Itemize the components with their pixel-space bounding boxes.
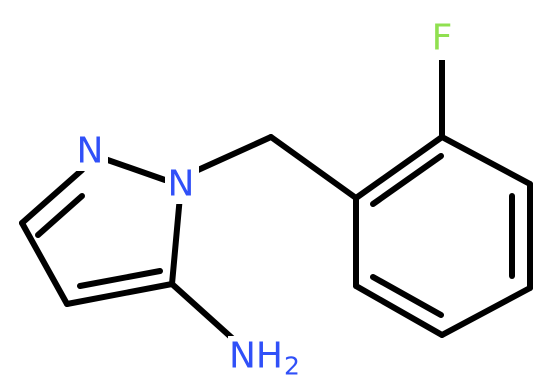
bond-c1prime-c2prime-inner (370, 153, 444, 207)
bond-c5-n1 (169, 193, 183, 287)
bond-n1-ch2 (195, 134, 274, 173)
bond-n2-n1 (99, 155, 168, 183)
bond-n2-c3-inner (35, 193, 85, 238)
bond-c2prime-c3prime (439, 134, 533, 187)
atom-labels: N N F NH 2 (74, 18, 458, 382)
bond-ch2-c1prime (268, 134, 359, 201)
atom-n2-label: N (77, 131, 104, 172)
atom-n1-label: N (168, 164, 195, 205)
bond-c4prime-c5prime (439, 285, 533, 338)
atom-nh2: NH 2 (228, 336, 312, 382)
atom-nh2-subscript: 2 (284, 352, 300, 381)
bond-c5prime-c6prime (353, 283, 445, 338)
atom-n1: N (165, 164, 199, 205)
bond-c1prime-c2prime (353, 134, 445, 201)
atom-f: F (428, 18, 458, 60)
bond-c5prime-c6prime-inner (370, 274, 444, 318)
bonds (19, 55, 533, 341)
bond-c5-nh2 (169, 281, 235, 341)
atom-n2: N (74, 131, 108, 172)
bond-c4-c5-inner (77, 268, 163, 289)
bond-c3-c4 (19, 220, 70, 307)
atom-nh2-label: NH (229, 336, 283, 377)
atom-f-label: F (432, 18, 453, 59)
bond-n2-c3 (19, 167, 85, 226)
bond-c4-c5 (64, 281, 175, 307)
